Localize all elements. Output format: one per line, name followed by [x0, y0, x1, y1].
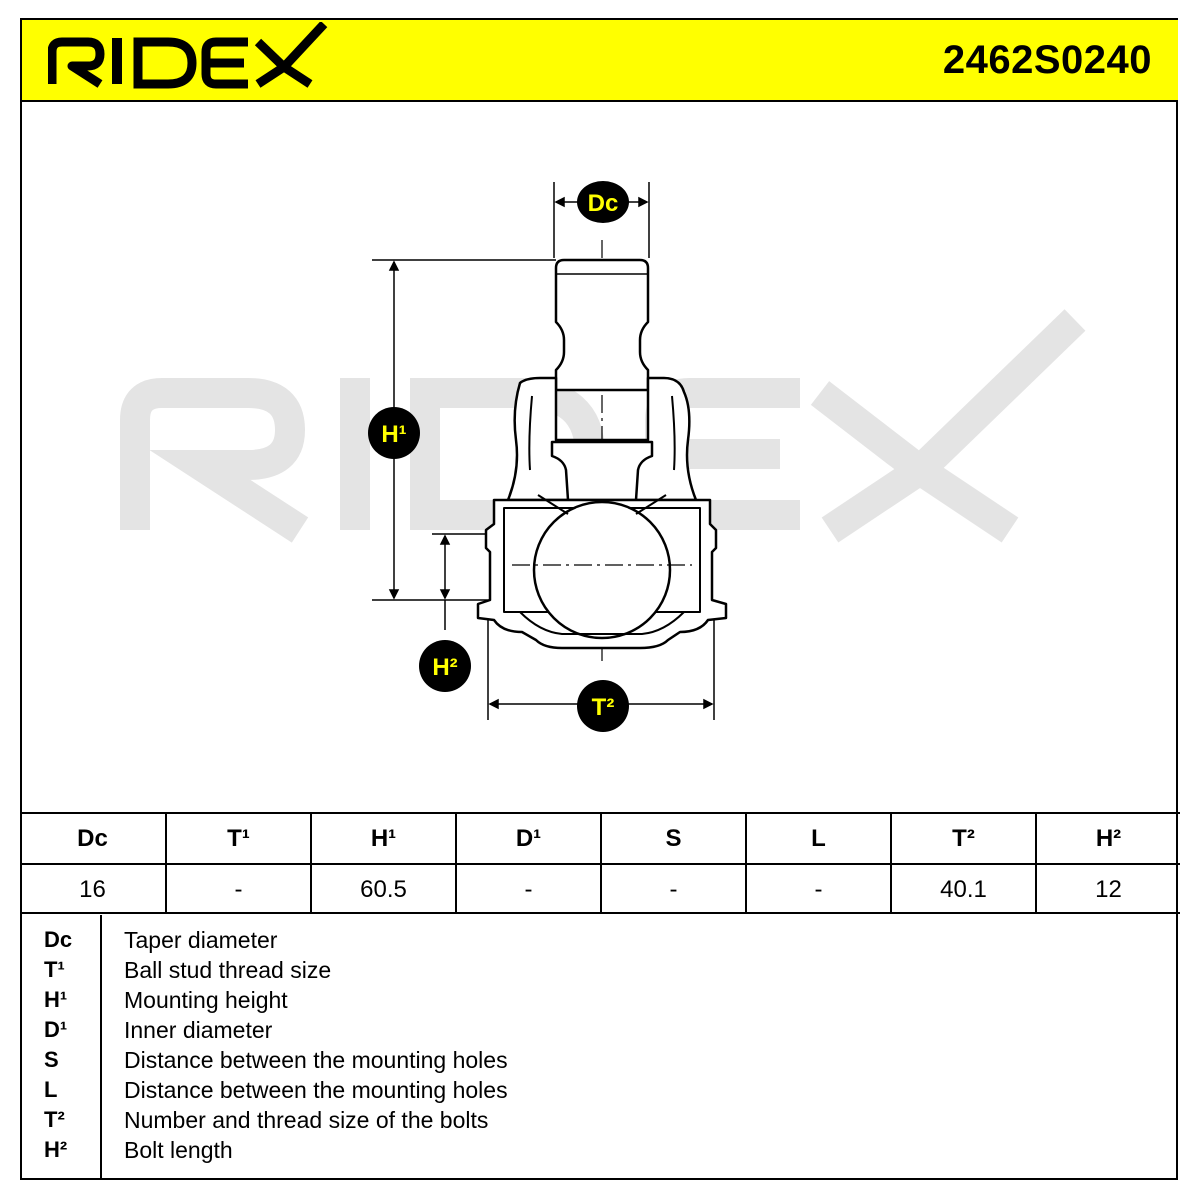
legend-item: D¹ Inner diameter: [22, 1015, 1178, 1045]
technical-drawing: Dc H¹ H² T²: [22, 102, 1178, 812]
dimension-dc: [553, 182, 650, 258]
table-value-cell: 40.1: [890, 865, 1035, 914]
legend-symbol: H²: [44, 1137, 68, 1162]
h1-badge: H¹: [368, 407, 420, 459]
table-value-cell: -: [600, 865, 745, 914]
page-frame: [20, 18, 1178, 1180]
h2-badge-label: H²: [432, 654, 457, 681]
legend-description: Mounting height: [124, 987, 288, 1013]
legend-description: Distance between the mounting holes: [124, 1077, 508, 1103]
legend-symbol: D¹: [44, 1017, 68, 1042]
legend-item: H¹ Mounting height: [22, 985, 1178, 1015]
dc-badge-label: Dc: [588, 190, 619, 217]
legend-symbol: T¹: [44, 957, 65, 982]
table-value-cell: 60.5: [310, 865, 455, 914]
table-value-cell: -: [455, 865, 600, 914]
legend-description: Number and thread size of the bolts: [124, 1107, 489, 1133]
table-header-cell: Dc: [77, 824, 108, 852]
ball-joint-part: [476, 258, 728, 650]
legend-symbol: L: [44, 1077, 58, 1102]
table-value-cell: 16: [79, 875, 106, 903]
legend-item: L Distance between the mounting holes: [22, 1075, 1178, 1105]
table-header-cell: D¹: [455, 814, 600, 863]
legend-symbol: T²: [44, 1107, 65, 1132]
legend-description: Ball stud thread size: [124, 957, 332, 983]
legend-description: Bolt length: [124, 1137, 233, 1163]
header-bar: 2462S0240: [22, 20, 1178, 102]
table-value-cell: -: [165, 865, 310, 914]
legend-item: H² Bolt length: [22, 1135, 1178, 1165]
dc-badge: Dc: [577, 181, 629, 223]
ball-joint-diagram: Dc H¹ H² T²: [120, 181, 1086, 732]
dimensions-table: Dc T¹ H¹ D¹ S L T² H² 16 - 60.5 - - - 40…: [20, 812, 1180, 914]
legend-symbol: S: [44, 1047, 59, 1072]
legend-item: T¹ Ball stud thread size: [22, 955, 1178, 985]
legend-divider: [100, 915, 102, 1178]
table-value-cell: -: [745, 865, 890, 914]
legend-description: Taper diameter: [124, 927, 278, 953]
legend-description: Inner diameter: [124, 1017, 273, 1043]
table-header-cell: T²: [890, 814, 1035, 863]
table-value-row: 16 - 60.5 - - - 40.1 12: [20, 865, 1180, 914]
t2-badge: T²: [577, 680, 629, 732]
legend-symbol: H¹: [44, 987, 68, 1012]
part-number: 2462S0240: [942, 38, 1152, 82]
legend-item: S Distance between the mounting holes: [22, 1045, 1178, 1075]
table-header-cell: S: [600, 814, 745, 863]
table-header-cell: T¹: [165, 814, 310, 863]
brand-logo: [48, 22, 328, 89]
legend-symbol: Dc: [44, 927, 73, 952]
h1-badge-label: H¹: [381, 421, 406, 448]
t2-badge-label: T²: [592, 694, 615, 721]
table-header-cell: L: [745, 814, 890, 863]
legend-item: T² Number and thread size of the bolts: [22, 1105, 1178, 1135]
table-value-cell: 12: [1035, 865, 1180, 914]
table-header-row: Dc T¹ H¹ D¹ S L T² H²: [20, 814, 1180, 865]
table-header-cell: H²: [1035, 814, 1180, 863]
legend-description: Distance between the mounting holes: [124, 1047, 508, 1073]
dimension-h1: [372, 259, 556, 601]
h2-badge: H²: [419, 640, 471, 692]
legend: Dc Taper diameter T¹ Ball stud thread si…: [22, 915, 1178, 1178]
table-header-cell: H¹: [310, 814, 455, 863]
legend-item: Dc Taper diameter: [22, 925, 1178, 955]
